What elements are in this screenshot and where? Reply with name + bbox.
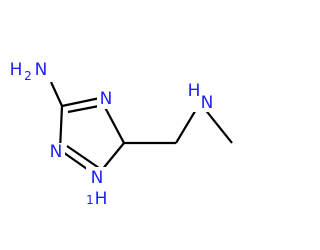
bond-c3-n2 (58, 105, 64, 151)
amine-hydrogen-label: H (10, 60, 23, 80)
ring-nh-hydrogen-label: H (95, 189, 108, 209)
amine-subscript-label: 2 (24, 69, 32, 83)
side-chain-nitrogen-label: N (201, 93, 214, 113)
bond-c3-n4 (61, 96, 101, 108)
bond-c3-n4-second (67, 104, 100, 114)
ring-nitrogen-top-label: N (100, 89, 113, 109)
bond-n2-n1-second (66, 145, 100, 169)
ring-nh-nitrogen-label: N (91, 168, 104, 188)
ring-nh-prefix-label: 1 (86, 193, 94, 207)
chemical-structure: H 2 N N N N 1 H H N (6, 60, 233, 211)
side-chain-hydrogen-label: H (188, 81, 201, 101)
ring-nitrogen-left-label: N (50, 142, 63, 162)
amine-nitrogen-label: N (35, 60, 48, 80)
atom-label-layer: H 2 N N N N 1 H H N (6, 60, 216, 211)
bond-c3-nh2 (50, 81, 63, 107)
